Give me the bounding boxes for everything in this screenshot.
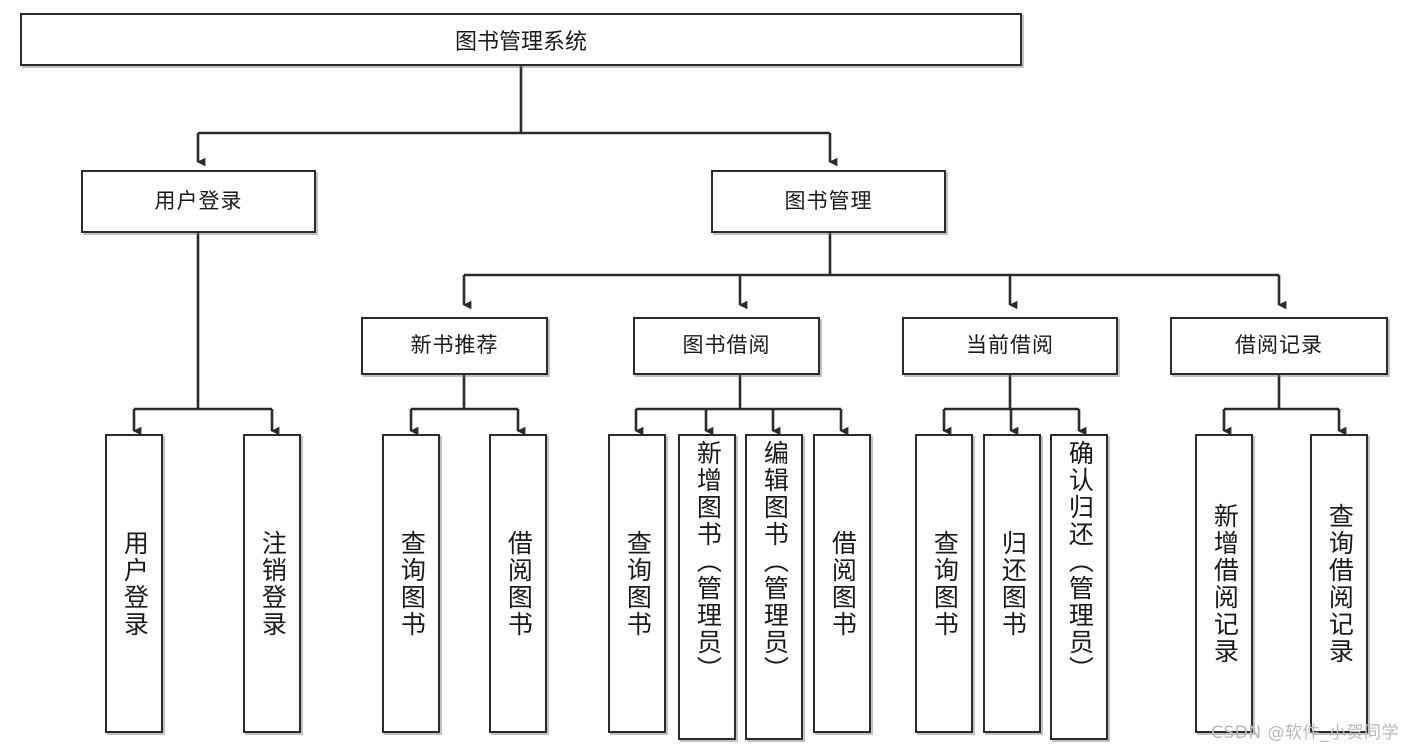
node-book-borrow[interactable]: 图书借阅 [633, 317, 820, 375]
node-book-manage-label: 图书管理 [784, 188, 873, 213]
leaf-query-book-2[interactable]: 查询图书 [608, 434, 666, 733]
node-root[interactable]: 图书管理系统 [20, 13, 1022, 66]
leaf-add-borrow-record-label: 新增借阅记录 [1210, 502, 1240, 665]
node-user-login-label: 用户登录 [154, 188, 243, 213]
leaf-user-login[interactable]: 用户登录 [105, 434, 163, 733]
csdn-watermark: CSDN @软件_小贺同学 [1211, 723, 1399, 743]
leaf-logout-login-label: 注销登录 [258, 529, 288, 638]
node-book-manage[interactable]: 图书管理 [711, 170, 946, 233]
leaf-query-borrow-record[interactable]: 查询借阅记录 [1310, 434, 1368, 733]
leaf-logout-login[interactable]: 注销登录 [243, 434, 301, 733]
leaf-confirm-return-admin[interactable]: 确认归还（管理员） [1050, 434, 1108, 740]
node-user-login[interactable]: 用户登录 [81, 170, 316, 233]
leaf-add-book-admin-wrap: 新增图书（管理员） [680, 436, 734, 742]
leaf-return-book-label: 归还图书 [998, 529, 1028, 638]
node-root-label: 图书管理系统 [454, 29, 587, 55]
leaf-return-book-wrap: 归还图书 [985, 436, 1039, 731]
leaf-logout-login-wrap: 注销登录 [245, 436, 299, 731]
node-book-borrow-label: 图书借阅 [682, 333, 771, 358]
node-borrow-record-label: 借阅记录 [1235, 333, 1323, 358]
node-current-borrow-label: 当前借阅 [966, 333, 1054, 358]
leaf-borrow-book-1[interactable]: 借阅图书 [489, 434, 547, 733]
node-current-borrow[interactable]: 当前借阅 [902, 317, 1118, 375]
leaf-query-book-3[interactable]: 查询图书 [915, 434, 973, 733]
leaf-borrow-book-2-wrap: 借阅图书 [815, 436, 869, 731]
leaf-borrow-book-2[interactable]: 借阅图书 [813, 434, 871, 733]
node-borrow-record[interactable]: 借阅记录 [1170, 317, 1388, 375]
node-new-book-recommend-label: 新书推荐 [410, 333, 499, 358]
leaf-user-login-label: 用户登录 [120, 529, 150, 638]
leaf-query-book-1[interactable]: 查询图书 [382, 434, 440, 733]
leaf-borrow-book-2-label: 借阅图书 [828, 529, 858, 638]
leaf-add-borrow-record-wrap: 新增借阅记录 [1197, 436, 1251, 731]
leaf-query-book-3-label: 查询图书 [930, 529, 960, 638]
leaf-borrow-book-1-wrap: 借阅图书 [491, 436, 545, 731]
leaf-query-book-1-label: 查询图书 [397, 529, 427, 638]
leaf-edit-book-admin-label: 编辑图书（管理员） [760, 440, 790, 683]
leaf-query-borrow-record-label: 查询借阅记录 [1325, 502, 1355, 665]
leaf-add-book-admin-label: 新增图书（管理员） [693, 440, 723, 683]
leaf-confirm-return-admin-label: 确认归还（管理员） [1065, 440, 1095, 683]
leaf-user-login-wrap: 用户登录 [107, 436, 161, 731]
leaf-borrow-book-1-label: 借阅图书 [504, 529, 534, 638]
leaf-query-borrow-record-wrap: 查询借阅记录 [1312, 436, 1366, 731]
leaf-confirm-return-admin-wrap: 确认归还（管理员） [1052, 436, 1106, 742]
leaf-add-borrow-record[interactable]: 新增借阅记录 [1195, 434, 1253, 733]
leaf-query-book-3-wrap: 查询图书 [917, 436, 971, 731]
leaf-return-book[interactable]: 归还图书 [983, 434, 1041, 733]
leaf-edit-book-admin[interactable]: 编辑图书（管理员） [745, 434, 803, 740]
leaf-query-book-1-wrap: 查询图书 [384, 436, 438, 731]
node-new-book-recommend[interactable]: 新书推荐 [361, 317, 548, 375]
leaf-query-book-2-wrap: 查询图书 [610, 436, 664, 731]
leaf-edit-book-admin-wrap: 编辑图书（管理员） [747, 436, 801, 742]
leaf-add-book-admin[interactable]: 新增图书（管理员） [678, 434, 736, 740]
leaf-query-book-2-label: 查询图书 [623, 529, 653, 638]
